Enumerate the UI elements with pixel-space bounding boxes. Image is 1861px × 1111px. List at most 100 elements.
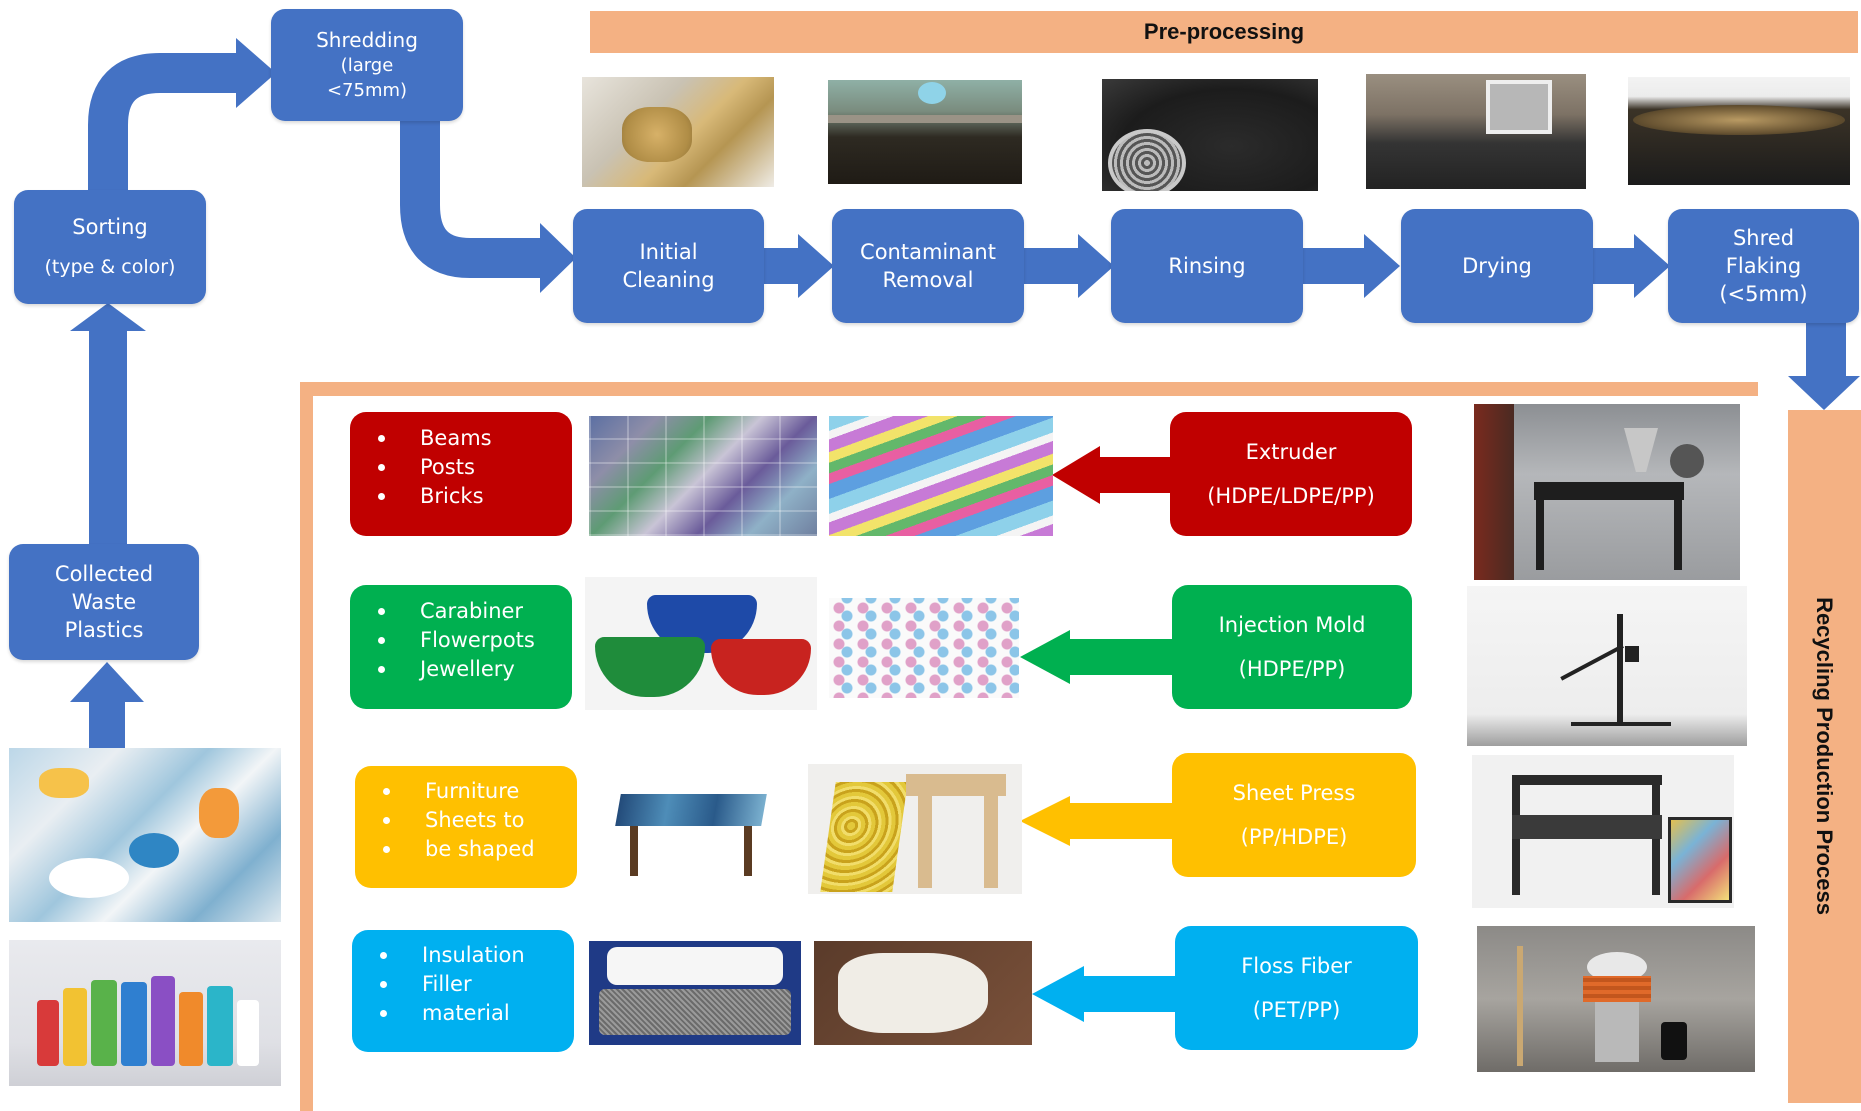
floss-fiber-box: Floss Fiber (PET/PP) — [1175, 926, 1418, 1050]
contaminant-removal-box: Contaminant Removal — [832, 209, 1024, 323]
arrow-removal-to-rinsing-head — [1078, 234, 1114, 298]
sorting-box: Sorting (type & color) — [14, 190, 206, 304]
drying-box: Drying — [1401, 209, 1593, 323]
arrow-collected-to-sorting-shaft — [89, 326, 127, 544]
product-item: Filler — [352, 970, 574, 999]
arrow-floss-shaft — [1082, 976, 1176, 1012]
arrow-flaking-down-head — [1788, 376, 1860, 410]
product-item: Bricks — [350, 482, 572, 511]
products-green-box: Carabiner Flowerpots Jewellery — [350, 585, 572, 709]
arrow-removal-to-rinsing-shaft — [1022, 248, 1084, 284]
colored-containers-photo — [9, 940, 281, 1086]
machine-name: Injection Mold — [1218, 613, 1366, 637]
side-bar — [1788, 410, 1861, 1103]
production-frame-left — [300, 382, 313, 1111]
shred-flaking-box: Shred Flaking (<5mm) — [1668, 209, 1859, 323]
arrow-rinsing-to-drying-head — [1364, 234, 1400, 298]
products-red-box: Beams Posts Bricks — [350, 412, 572, 536]
product-item: Beams — [350, 424, 572, 453]
production-frame-top — [300, 382, 1758, 396]
floss-fiber-machine-photo — [1477, 926, 1755, 1072]
arrow-sorting-to-shredding-head — [236, 38, 276, 108]
collected-line-1: Collected — [54, 562, 154, 586]
sorting-line-2: (type & color) — [44, 256, 176, 278]
arrow-shredding-to-cleaning-head — [540, 223, 576, 293]
contaminant-removal-line-1: Contaminant — [860, 240, 996, 264]
flakes-spread-on-floor-photo — [1366, 74, 1586, 189]
collected-line-3: Plastics — [64, 618, 144, 642]
shredding-line-3: <75mm) — [326, 79, 408, 101]
machine-polymers: (HDPE/PP) — [1238, 657, 1346, 681]
extruder-machine-photo — [1474, 404, 1740, 580]
product-item: Insulation — [352, 941, 574, 970]
plastic-table-photo — [608, 764, 774, 894]
product-item: Flowerpots — [350, 626, 572, 655]
machine-polymers: (HDPE/LDPE/PP) — [1207, 484, 1375, 508]
injection-mold-box: Injection Mold (HDPE/PP) — [1172, 585, 1412, 709]
initial-cleaning-box: Initial Cleaning — [573, 209, 764, 323]
arrow-flaking-down-shaft — [1806, 322, 1846, 380]
collected-waste-box: Collected Waste Plastics — [9, 544, 199, 660]
initial-cleaning-line-1: Initial — [639, 240, 698, 264]
product-item: be shaped — [355, 835, 577, 864]
plastic-bottles-pile-photo — [9, 748, 281, 922]
striped-beams-photo — [829, 416, 1053, 536]
rinsing-box: Rinsing — [1111, 209, 1303, 323]
product-item: Jewellery — [350, 655, 572, 684]
sheet-press-box: Sheet Press (PP/HDPE) — [1172, 753, 1416, 877]
preprocessing-bar-label: Pre-processing — [1143, 19, 1305, 44]
product-item: Sheets to — [355, 806, 577, 835]
machine-name: Sheet Press — [1232, 781, 1356, 805]
machine-polymers: (PET/PP) — [1252, 998, 1341, 1022]
arrow-cleaning-to-removal-head — [798, 234, 834, 298]
rinsing-line-1: Rinsing — [1168, 254, 1246, 278]
sorting-line-1: Sorting — [72, 215, 148, 239]
jewellery-pieces-photo — [829, 598, 1019, 698]
products-yellow-box: Furniture Sheets to be shaped — [355, 766, 577, 888]
shred-flaking-line-2: Flaking — [1725, 254, 1802, 278]
arrow-sheetpress-head — [1020, 796, 1070, 846]
product-item: Carabiner — [350, 597, 572, 626]
shred-flaking-line-3: (<5mm) — [1719, 282, 1808, 306]
product-item: material — [352, 999, 574, 1028]
extruder-box: Extruder (HDPE/LDPE/PP) — [1170, 412, 1412, 536]
filled-pillow-photo — [814, 941, 1032, 1045]
arrow-rinsing-to-drying-shaft — [1302, 248, 1368, 284]
washing-tank-photo — [828, 80, 1022, 184]
sheet-chair-photo — [808, 764, 1022, 894]
collected-line-2: Waste — [71, 590, 137, 614]
machine-name: Floss Fiber — [1241, 954, 1352, 978]
arrow-floss-head — [1032, 966, 1084, 1022]
flakes-in-basin-photo — [1628, 77, 1850, 185]
fiber-batting-photo — [589, 941, 801, 1045]
shredding-line-1: Shredding — [316, 27, 418, 52]
drying-line-1: Drying — [1462, 254, 1532, 278]
arrow-sheetpress-shaft — [1068, 803, 1174, 839]
initial-cleaning-line-2: Cleaning — [622, 268, 715, 292]
arrow-sorting-to-shredding-path — [88, 53, 240, 190]
preprocessing-bar — [590, 11, 1858, 53]
product-item: Posts — [350, 453, 572, 482]
product-item: Furniture — [355, 777, 577, 806]
arrow-extruder-head — [1052, 446, 1100, 504]
arrow-shredding-to-cleaning-path — [400, 120, 545, 278]
plastic-brick-wall-photo — [589, 416, 817, 536]
injection-mold-machine-photo — [1467, 586, 1747, 746]
arrow-drying-to-flaking-shaft — [1592, 248, 1640, 284]
arrow-photos-to-collected-head — [70, 662, 144, 702]
arrow-collected-to-sorting-head — [70, 303, 146, 331]
shredding-line-2: (large — [340, 54, 394, 76]
arrow-cleaning-to-removal-shaft — [762, 248, 804, 284]
sheet-press-machine-photo — [1472, 755, 1734, 908]
machine-name: Extruder — [1245, 440, 1337, 464]
contaminant-removal-line-2: Removal — [882, 268, 974, 292]
colored-bowls-photo — [585, 577, 817, 710]
machine-polymers: (PP/HDPE) — [1240, 825, 1348, 849]
arrow-photos-to-collected-shaft — [89, 700, 125, 750]
products-cyan-box: Insulation Filler material — [352, 930, 574, 1052]
arrow-drying-to-flaking-head — [1634, 234, 1670, 298]
shredding-box: Shredding (large <75mm) — [271, 9, 463, 121]
arrow-injection-head — [1020, 630, 1070, 684]
shred-flaking-line-1: Shred — [1732, 226, 1795, 250]
